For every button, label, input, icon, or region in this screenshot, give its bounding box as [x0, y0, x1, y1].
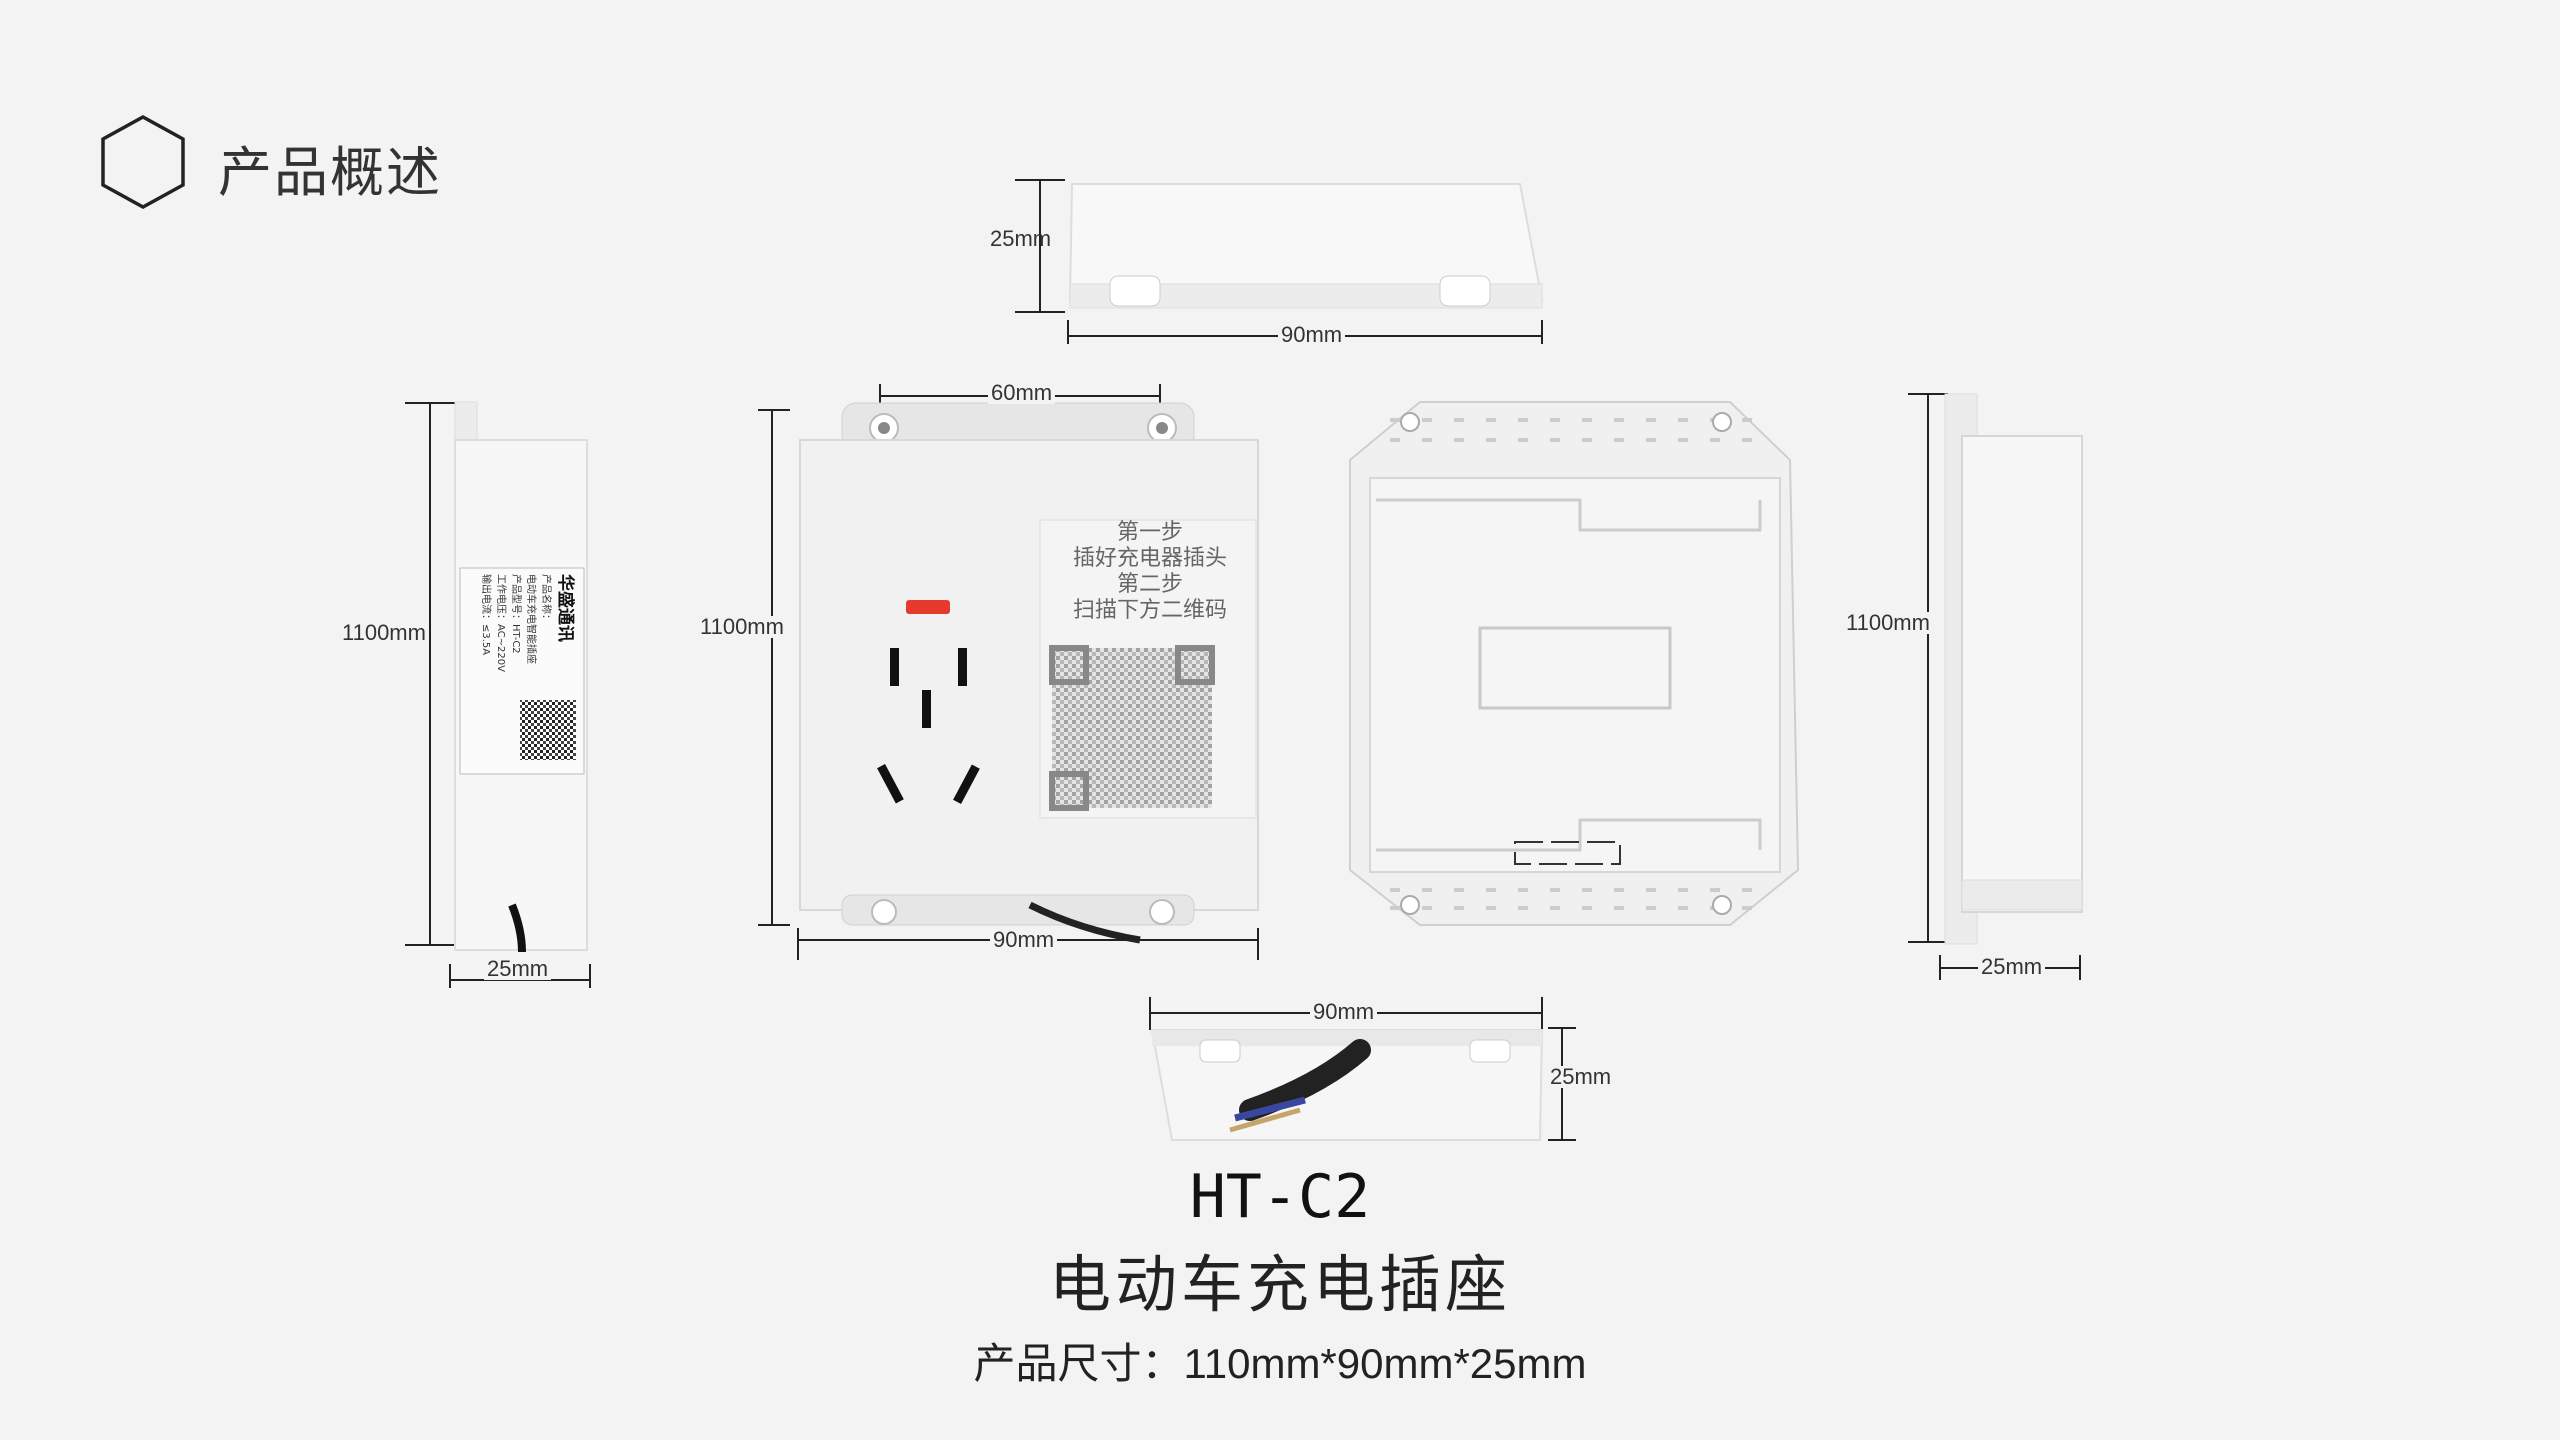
dim-top-height: 25mm [990, 226, 1052, 251]
top-view [1068, 183, 1544, 309]
product-model: HT-C2 [1189, 1162, 1371, 1232]
product-size-value: 110mm*90mm*25mm [1183, 1340, 1587, 1387]
side-label-line: 产品名称： [540, 574, 551, 624]
right-side-view [1944, 393, 2083, 945]
instruction-step1-text: 插好充电器插头 [1072, 546, 1227, 571]
product-name: 电动车充电插座 [1048, 1248, 1511, 1321]
side-label-line: 产品型号：HT-C2 [510, 574, 521, 654]
instruction-step2-text: 扫描下方二维码 [1072, 598, 1227, 623]
back-view [1349, 401, 1800, 926]
dim-front-width: 90mm [990, 929, 1058, 951]
instructions: 第一步 插好充电器插头 第二步 扫描下方二维码 [1044, 520, 1256, 624]
dim-right-width: 25mm [1978, 956, 2046, 978]
product-size-label: 产品尺寸： [973, 1339, 1184, 1388]
left-side-view [454, 401, 588, 953]
side-label: 华盛通讯 产品名称： 电动车充电智能插座 产品型号：HT-C2 工作电压：AC~… [462, 574, 580, 774]
dim-front-width-top: 60mm [988, 382, 1056, 404]
dim-bottom-height: 25mm [1550, 1064, 1612, 1089]
section-title: 产品概述 [218, 141, 442, 204]
side-label-line: 输出电流：≤3.5A [480, 574, 491, 656]
dim-right-height: 1100mm [1846, 610, 1930, 635]
dim-bottom-width: 90mm [1310, 1001, 1378, 1023]
dim-top-width: 90mm [1278, 324, 1346, 346]
instruction-step1: 第一步 [1116, 520, 1183, 545]
front-view [799, 402, 1259, 944]
instruction-step2: 第二步 [1116, 572, 1183, 597]
side-label-line: 工作电压：AC~220V [495, 574, 506, 672]
hexagon-icon [101, 115, 185, 209]
side-label-brand: 华盛通讯 [555, 574, 575, 642]
product-size: 产品尺寸：110mm*90mm*25mm [0, 1330, 2560, 1391]
dim-left-width: 25mm [484, 958, 552, 980]
bottom-view [1150, 1029, 1544, 1141]
dim-front-height: 1100mm [700, 614, 784, 639]
side-label-line: 电动车充电智能插座 [525, 574, 536, 664]
dim-left-height: 1100mm [342, 620, 426, 645]
